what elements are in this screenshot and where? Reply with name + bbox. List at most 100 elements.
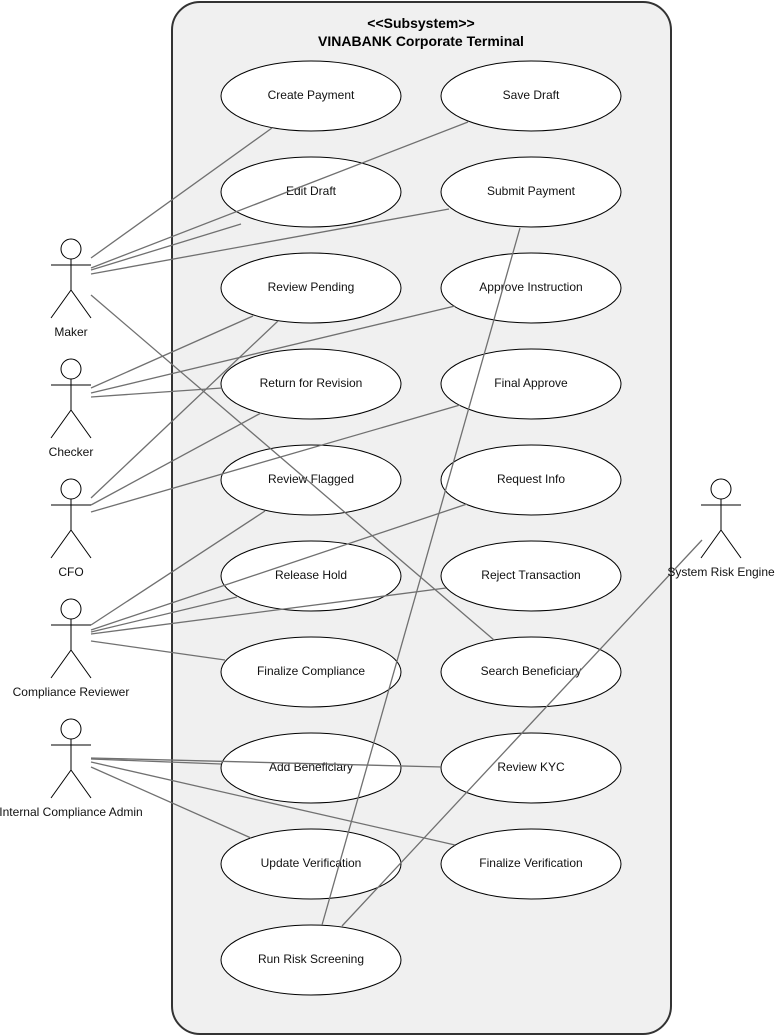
use-case-ellipse[interactable] [440,348,622,420]
actor-label: CFO [58,565,83,579]
use-case-review-flagged[interactable]: Review Flagged [220,444,402,516]
use-case-final-approve[interactable]: Final Approve [440,348,622,420]
association-internal-compliance-admin-review-kyc [90,757,443,768]
use-case-label: Finalize Verification [479,856,582,870]
use-case-label: Request Info [497,472,565,486]
association-cfo-return-for-revision [90,412,262,506]
use-case-label: Submit Payment [487,184,576,198]
subsystem-stereotype: <<Subsystem>> [367,15,474,31]
association-compliance-reviewer-release-hold [90,596,238,633]
use-case-ellipse[interactable] [220,540,402,612]
use-case-ellipse[interactable] [220,828,402,900]
use-case-ellipse[interactable] [440,540,622,612]
use-case-label: Reject Transaction [481,568,580,582]
association-maker-edit-draft [90,223,242,271]
association-internal-compliance-admin-add-beneficiary [90,758,222,765]
use-case-ellipse[interactable] [440,156,622,228]
use-case-update-verification[interactable]: Update Verification [220,828,402,900]
use-case-ellipse[interactable] [220,924,402,996]
use-case-ellipse[interactable] [220,156,402,228]
use-case-review-pending[interactable]: Review Pending [220,252,402,324]
actor-label: Checker [49,445,94,459]
use-case-ellipse[interactable] [220,636,402,708]
use-case-label: Final Approve [494,376,568,390]
associations-top-layer [90,121,703,927]
use-case-submit-payment[interactable]: Submit Payment [440,156,622,228]
use-case-label: Review KYC [497,760,565,774]
association-compliance-reviewer-finalize-compliance [90,640,226,661]
association-checker-return-for-revision [90,387,223,398]
actor-checker[interactable]: Checker [49,358,94,459]
use-case-label: Release Hold [275,568,347,582]
use-case-label: Save Draft [503,88,560,102]
stick-figure-icon [50,598,92,679]
association-maker-save-draft [90,121,469,269]
association-compliance-reviewer-reject-transaction [90,587,447,635]
actor-label: System Risk Engine [667,565,775,579]
association-maker-submit-payment [90,208,450,275]
actor-compliance-reviewer[interactable]: Compliance Reviewer [13,598,130,699]
use-case-ellipse[interactable] [220,252,402,324]
use-case-label: Search Beneficiary [481,664,582,678]
actor-label: Compliance Reviewer [13,685,130,699]
use-case-label: Edit Draft [286,184,337,198]
use-case-ellipse[interactable] [220,348,402,420]
stick-figure-icon [50,478,92,559]
association-cfo-final-approve [90,404,461,513]
use-case-ellipse[interactable] [440,252,622,324]
use-case-search-beneficiary[interactable]: Search Beneficiary [440,636,622,708]
use-case-request-info[interactable]: Request Info [440,444,622,516]
association-compliance-reviewer-request-info [90,503,468,631]
actor-label: Internal Compliance Admin [0,805,143,819]
use-case-ellipse[interactable] [440,732,622,804]
use-case-ellipse[interactable] [220,444,402,516]
stick-figure-icon [700,478,742,559]
use-case-label: Run Risk Screening [258,952,364,966]
use-case-reject-transaction[interactable]: Reject Transaction [440,540,622,612]
association-maker-create-payment [90,127,273,259]
use-case-ellipse[interactable] [440,60,622,132]
association-maker-search-beneficiary [90,294,495,641]
use-case-finalize-compliance[interactable]: Finalize Compliance [220,636,402,708]
association-internal-compliance-admin-finalize-verification [90,761,456,846]
association-system-risk-engine-run-risk-screening [341,539,703,927]
use-case-ellipse[interactable] [440,636,622,708]
use-case-label: Return for Revision [260,376,363,390]
association-compliance-reviewer-review-flagged [90,510,266,626]
use-case-ellipse[interactable] [220,60,402,132]
use-case-label: Update Verification [261,856,362,870]
actor-maker[interactable]: Maker [50,238,92,339]
use-case-release-hold[interactable]: Release Hold [220,540,402,612]
stick-figure-icon [50,358,92,439]
use-case-label: Create Payment [268,88,355,102]
actor-label: Maker [54,325,87,339]
subsystem-title: VINABANK Corporate Terminal [318,33,524,49]
actor-cfo[interactable]: CFO [50,478,92,579]
association-submit-payment-run-risk-screening [321,227,521,926]
use-case-run-risk-screening[interactable]: Run Risk Screening [220,924,402,996]
use-case-save-draft[interactable]: Save Draft [440,60,622,132]
use-case-approve-instruction[interactable]: Approve Instruction [440,252,622,324]
actor-system-risk-engine[interactable]: System Risk Engine [667,478,775,579]
association-checker-review-pending [90,315,254,389]
stick-figure-icon [50,238,92,319]
use-case-label: Review Flagged [268,472,354,486]
use-case-ellipse[interactable] [440,444,622,516]
actor-internal-compliance-admin[interactable]: Internal Compliance Admin [0,718,143,819]
association-internal-compliance-admin-update-verification [90,766,252,839]
association-checker-approve-instruction [90,305,456,394]
use-case-ellipse[interactable] [220,732,402,804]
use-case-label: Review Pending [268,280,355,294]
use-case-ellipse[interactable] [440,828,622,900]
use-case-return-for-revision[interactable]: Return for Revision [220,348,402,420]
use-case-label: Approve Instruction [479,280,582,294]
use-case-finalize-verification[interactable]: Finalize Verification [440,828,622,900]
use-case-label: Finalize Compliance [257,664,365,678]
use-case-create-payment[interactable]: Create Payment [220,60,402,132]
use-case-edit-draft[interactable]: Edit Draft [220,156,402,228]
use-case-review-kyc[interactable]: Review KYC [440,732,622,804]
stick-figure-icon [50,718,92,799]
